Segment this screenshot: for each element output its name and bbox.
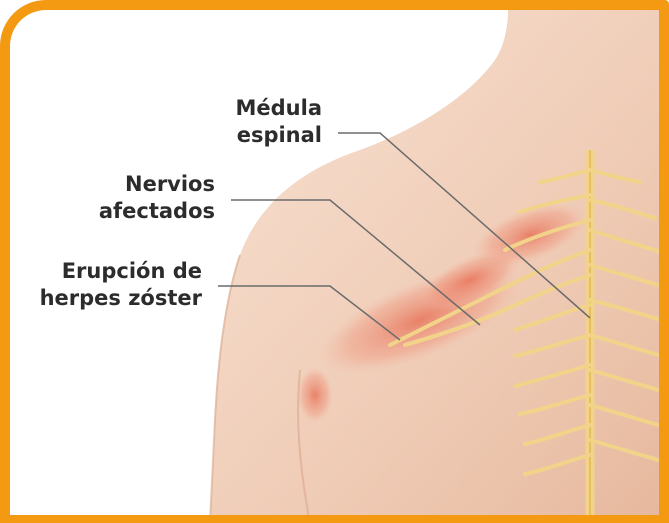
- label-affected-nerves-line2: afectados: [99, 198, 215, 225]
- rash-patch-lower: [297, 367, 333, 423]
- label-spinal-cord: Médula espinal: [236, 95, 323, 149]
- label-spinal-cord-line1: Médula: [236, 95, 323, 122]
- label-affected-nerves-line1: Nervios: [99, 171, 215, 198]
- label-rash: Erupción de herpes zóster: [40, 258, 202, 312]
- label-spinal-cord-line2: espinal: [236, 122, 323, 149]
- label-rash-line2: herpes zóster: [40, 285, 202, 312]
- label-affected-nerves: Nervios afectados: [99, 171, 215, 225]
- label-rash-line1: Erupción de: [40, 258, 202, 285]
